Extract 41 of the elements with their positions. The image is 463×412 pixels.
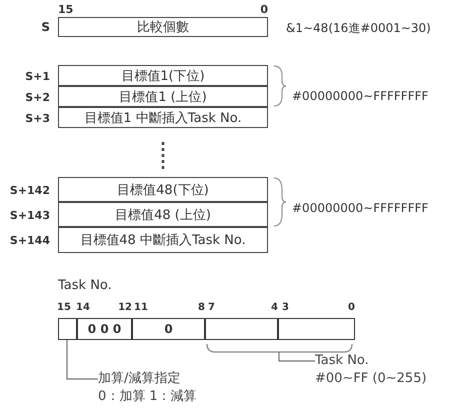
leader-line — [66, 340, 98, 380]
bit-number: 4 — [271, 302, 278, 313]
bit-number: 15 — [58, 3, 74, 16]
register-row: 目標值48(下位) — [58, 177, 268, 202]
address-label: S+142 — [10, 184, 50, 197]
register-row: 目標值1 中斷插入Task No. — [58, 107, 268, 128]
range-note: #00000000~FFFFFFFF — [292, 89, 428, 103]
register-row: 比較個數 — [58, 17, 268, 37]
range-note: &1~48(16進#0001~30) — [286, 20, 431, 37]
bit-number: 7 — [208, 302, 215, 313]
register-row: 目標值1 (上位) — [58, 86, 268, 107]
section-title: Task No. — [58, 278, 112, 293]
register-row: 目標值48 中斷插入Task No. — [58, 227, 268, 253]
bit-field — [205, 318, 278, 340]
note-text: Task No. — [315, 352, 369, 370]
bit-field — [58, 318, 77, 340]
bit-field: 0 — [132, 318, 205, 340]
bit-field — [278, 318, 355, 340]
bit-number: 14 — [76, 302, 90, 313]
bit-number: 0 — [260, 3, 268, 16]
bit-field: 0 0 0 — [77, 318, 132, 340]
bit-number: 0 — [348, 302, 355, 313]
address-label: S+1 — [25, 70, 50, 83]
note-text: 加算/減算指定 — [98, 370, 180, 388]
register-row: 目標值48 (上位) — [58, 202, 268, 227]
address-label: S+143 — [10, 209, 50, 222]
bit-number: 11 — [134, 302, 148, 313]
note-text: #00~FF (0~255) — [315, 370, 427, 388]
address-label: S+2 — [25, 91, 50, 104]
range-note: #00000000~FFFFFFFF — [292, 201, 428, 215]
bit-number: 8 — [198, 302, 205, 313]
leader-line — [278, 352, 315, 362]
bit-number: 15 — [57, 302, 71, 313]
address-label: S+3 — [25, 112, 50, 125]
address-label: S — [41, 20, 50, 34]
bit-number: 12 — [118, 302, 132, 313]
register-row: 目標值1(下位) — [58, 65, 268, 86]
bit-number: 3 — [282, 302, 289, 313]
note-text: 0：加算 1：減算 — [98, 388, 197, 406]
bracket — [206, 344, 353, 353]
address-label: S+144 — [10, 234, 50, 247]
